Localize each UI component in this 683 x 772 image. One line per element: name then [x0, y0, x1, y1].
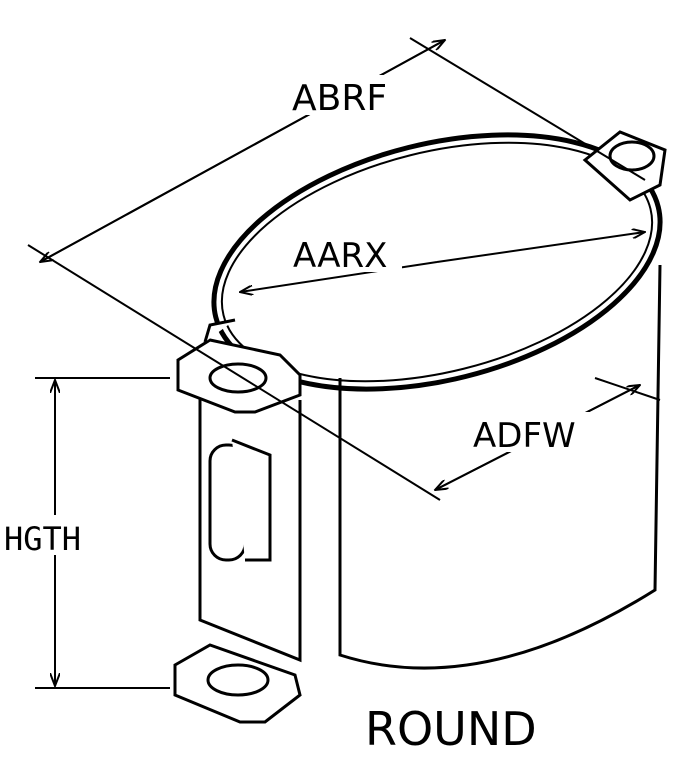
- shape-label: ROUND: [365, 702, 537, 756]
- mounting-bracket: [173, 318, 302, 724]
- aarx-dimension: [240, 261, 438, 292]
- adfw-extension: [594, 377, 661, 401]
- top-right-tab: [582, 130, 667, 202]
- abrf-extension-left: [27, 244, 441, 501]
- dimension-lines: [27, 37, 661, 689]
- hgth-label: HGTH: [4, 520, 81, 558]
- cylinder-body: [211, 132, 663, 670]
- aarx-label: AARX: [293, 236, 387, 276]
- adfw-label: ADFW: [473, 416, 576, 456]
- abrf-label: ABRF: [292, 78, 387, 119]
- abrf-extension-right: [409, 37, 646, 181]
